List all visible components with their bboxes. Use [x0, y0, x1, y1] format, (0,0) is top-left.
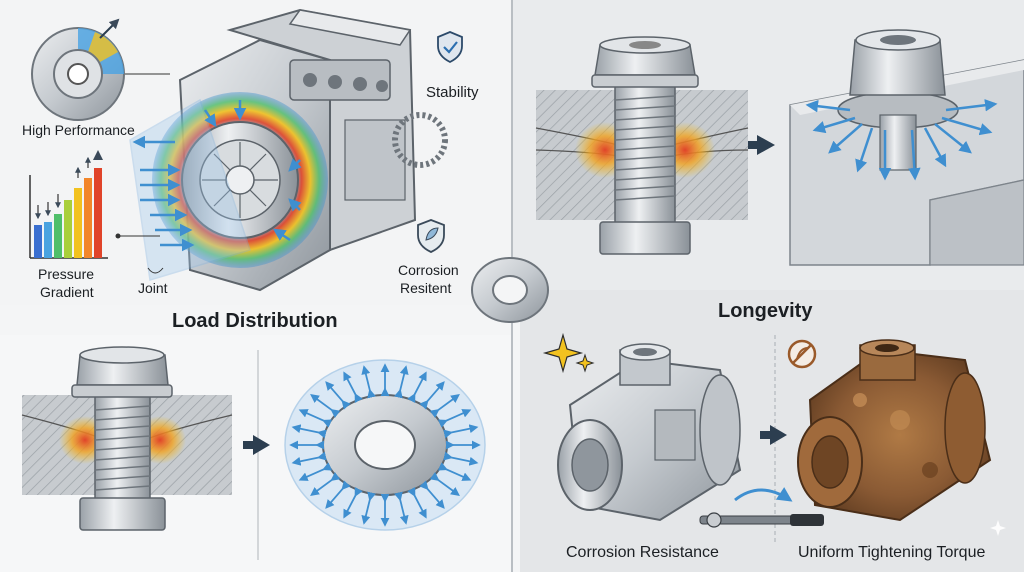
- torque-wrench-icon: [699, 487, 824, 528]
- label-joint: Joint: [138, 280, 168, 296]
- load-arrow: [343, 371, 363, 404]
- pump-housing: [115, 8, 448, 292]
- arrow-right-icon: [748, 135, 775, 155]
- label-corrosion-line1: Corrosion: [398, 262, 459, 278]
- load-arrow: [429, 394, 460, 418]
- arrow-right-icon: [760, 425, 787, 445]
- label-high-performance: High Performance: [22, 122, 135, 138]
- load-arrow: [361, 365, 376, 399]
- load-arrow: [394, 365, 409, 399]
- load-arrow: [407, 486, 427, 519]
- load-arrow: [325, 381, 351, 410]
- label-uniform-tightening-torque: Uniform Tightening Torque: [798, 544, 986, 561]
- load-arrow: [443, 424, 479, 439]
- bolt-cross-section-top: [535, 36, 749, 255]
- load-arrow: [310, 472, 341, 496]
- no-rust-icon: [787, 339, 817, 369]
- load-arrow: [394, 491, 409, 525]
- pressure-bar-chart-icon: [29, 150, 108, 259]
- load-arrow: [419, 480, 445, 509]
- bolt-cross-section-bottom: [21, 346, 233, 531]
- shield-leaf-icon: [417, 219, 445, 253]
- label-corrosion-resistance: Corrosion Resistance: [566, 544, 719, 561]
- load-arrow: [437, 409, 472, 428]
- arrow-right-icon: [243, 435, 270, 455]
- gauge-icon: [31, 18, 125, 121]
- rusted-valve-body: [797, 339, 992, 522]
- load-arrow: [443, 451, 479, 466]
- label-stability: Stability: [426, 84, 479, 101]
- plate-with-nut: [789, 29, 1024, 266]
- heading-load-distribution: Load Distribution: [172, 310, 338, 332]
- sparkle-watermark-icon: [990, 520, 1006, 536]
- clean-valve-body: [557, 343, 742, 522]
- load-arrow: [291, 451, 327, 466]
- label-pressure-line2: Gradient: [40, 284, 94, 300]
- label-pressure-line1: Pressure: [38, 266, 95, 282]
- load-arrow: [298, 462, 333, 481]
- load-arrows: [289, 363, 481, 527]
- center-washer: [471, 257, 549, 323]
- label-corrosion-line2: Resitent: [400, 280, 452, 296]
- heading-longevity: Longevity: [718, 300, 813, 322]
- sparkle-icon: [542, 332, 595, 374]
- load-arrow: [291, 424, 327, 439]
- load-arrow: [361, 491, 376, 525]
- shield-check-icon: [437, 31, 463, 64]
